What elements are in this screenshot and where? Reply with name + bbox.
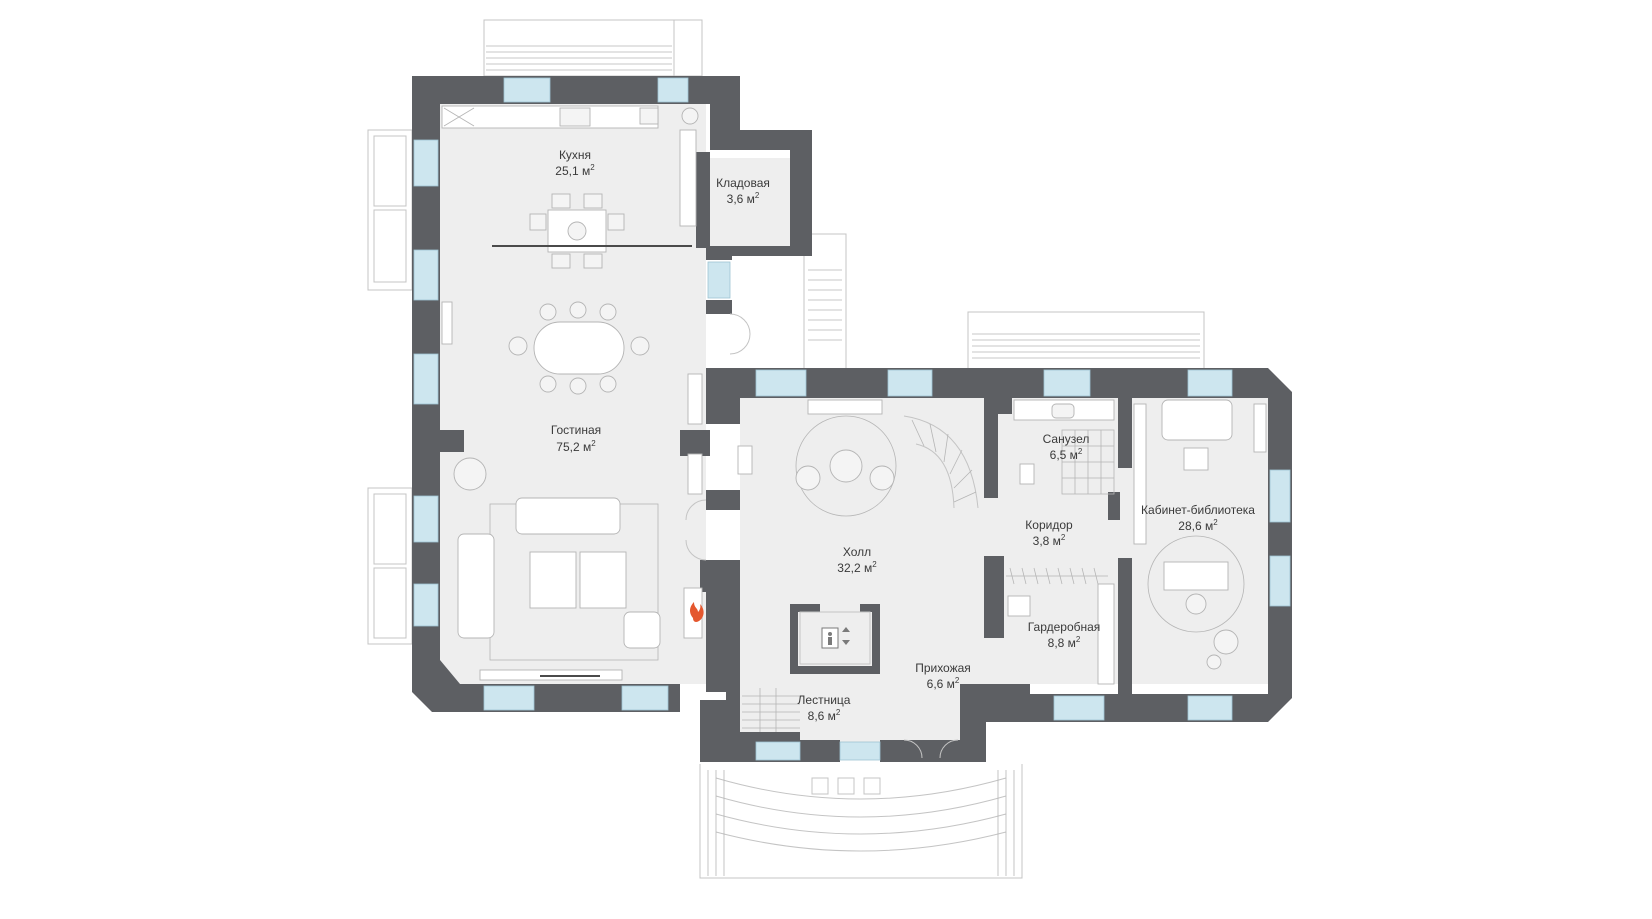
room-entrance: Прихожая 6,6 м2 (915, 661, 971, 691)
windows (413, 77, 1291, 761)
svg-text:Прихожая: Прихожая (915, 661, 971, 675)
svg-text:6,5 м2: 6,5 м2 (1050, 447, 1083, 462)
fire-icon (690, 602, 704, 622)
svg-text:Кабинет-библиотека: Кабинет-библиотека (1141, 503, 1255, 517)
room-kitchen: Кухня 25,1 м2 (555, 148, 595, 178)
room-hall: Холл 32,2 м2 (837, 545, 877, 575)
svg-text:6,6 м2: 6,6 м2 (927, 676, 960, 691)
room-pantry: Кладовая 3,6 м2 (716, 176, 770, 206)
room-corridor: Коридор 3,8 м2 (1025, 518, 1073, 548)
room-study: Кабинет-библиотека 28,6 м2 (1141, 503, 1255, 533)
room-labels: Кухня 25,1 м2 Кладовая 3,6 м2 Гостиная 7… (551, 148, 1255, 723)
furniture (441, 105, 1267, 759)
svg-text:25,1 м2: 25,1 м2 (555, 163, 595, 178)
svg-text:Холл: Холл (843, 545, 871, 559)
svg-text:3,8 м2: 3,8 м2 (1033, 533, 1066, 548)
svg-text:28,6 м2: 28,6 м2 (1178, 518, 1218, 533)
svg-text:75,2 м2: 75,2 м2 (556, 439, 596, 454)
svg-text:8,8 м2: 8,8 м2 (1048, 635, 1081, 650)
room-stairs: Лестница 8,6 м2 (798, 693, 851, 723)
svg-text:Гардеробная: Гардеробная (1028, 620, 1101, 634)
svg-text:Санузел: Санузел (1043, 432, 1090, 446)
room-living: Гостиная 75,2 м2 (551, 423, 601, 454)
terraces (367, 19, 1205, 879)
room-bathroom: Санузел 6,5 м2 (1043, 432, 1090, 462)
svg-text:8,6 м2: 8,6 м2 (808, 708, 841, 723)
svg-text:3,6 м2: 3,6 м2 (727, 191, 760, 206)
walls (412, 76, 1292, 762)
room-wardrobe: Гардеробная 8,8 м2 (1028, 620, 1101, 650)
elevator-icon (821, 627, 850, 649)
svg-text:Коридор: Коридор (1025, 518, 1073, 532)
svg-text:32,2 м2: 32,2 м2 (837, 560, 877, 575)
svg-text:Лестница: Лестница (798, 693, 851, 707)
svg-text:Кухня: Кухня (559, 148, 591, 162)
svg-text:Кладовая: Кладовая (716, 176, 770, 190)
svg-text:Гостиная: Гостиная (551, 423, 601, 437)
